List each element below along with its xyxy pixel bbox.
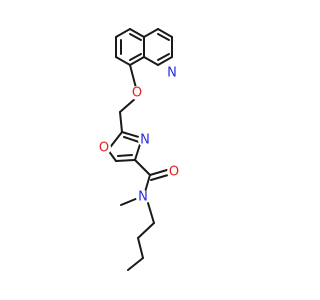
bond [134,159,151,176]
bond [150,174,169,181]
bond [119,111,123,133]
bond [115,56,131,66]
bond [129,28,145,38]
atom-label: N [138,190,148,205]
atom-label: N [167,66,177,81]
bond [121,131,143,139]
atom-label: O [132,86,142,101]
bond [157,33,170,41]
atom-label: O [169,165,179,180]
bond [129,53,142,61]
bond [129,56,145,66]
atom-n-amide: N [136,190,150,205]
bond [157,28,173,38]
bond [147,202,155,224]
atom-n-oxazole: N [138,133,152,148]
molecule-structure: N O N O O N [97,28,181,271]
bond [127,257,144,271]
bond [143,56,159,66]
bond [117,154,133,157]
bond [115,28,131,38]
bond [129,33,142,41]
atom-o-ether: O [130,86,144,101]
bond [137,237,144,259]
bond [149,169,168,176]
atom-o-carbonyl: O [167,165,181,180]
bond [119,97,137,113]
bond [123,136,140,143]
molecule-diagram: N O N O O N [97,28,181,271]
bond [115,159,136,162]
bond [120,197,139,206]
bond [144,174,151,193]
bond [157,56,173,66]
bond [137,222,155,239]
bond [157,53,170,61]
atom-label: N [140,133,150,148]
atom-label: O [99,141,109,156]
atom-o-oxazole: O [97,141,111,156]
bond [129,64,137,89]
atom-n-quinoline: N [165,66,179,81]
bond [143,28,159,38]
